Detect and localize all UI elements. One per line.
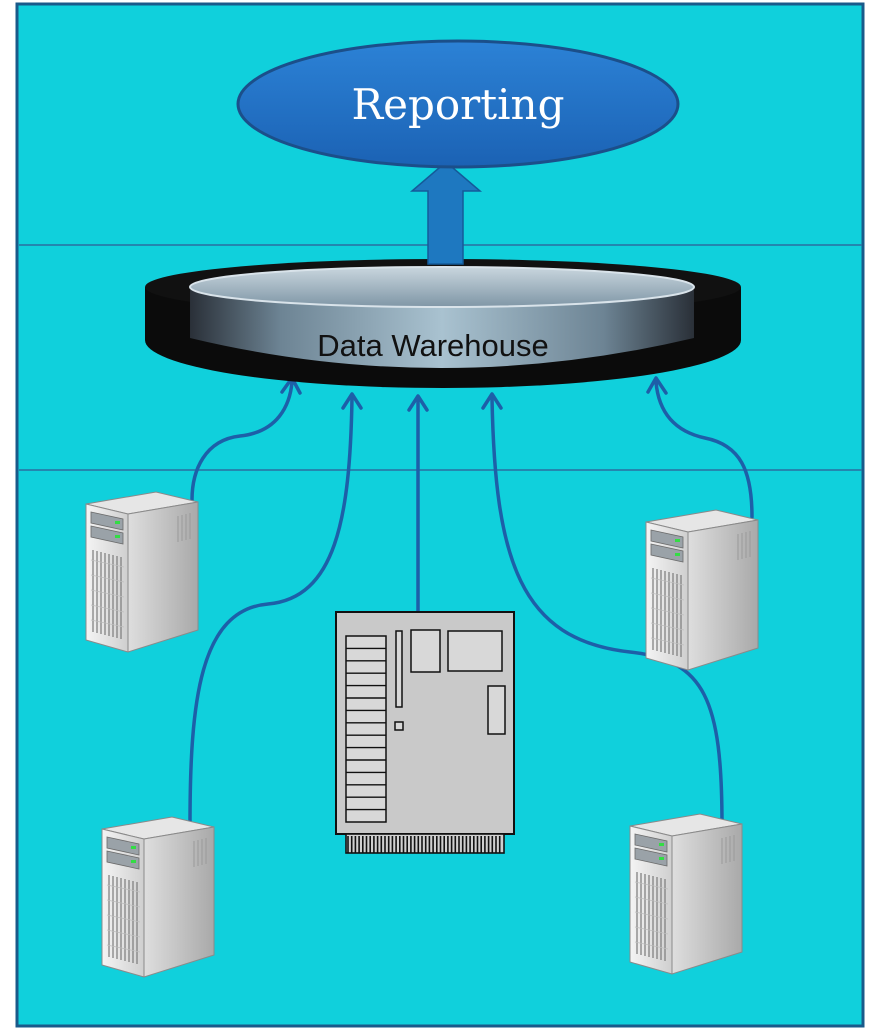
reporting-node [236, 39, 680, 169]
server-icon-top-right [645, 509, 759, 671]
server-icon-bottom-left [101, 816, 215, 978]
up-arrow-icon [409, 161, 483, 265]
server-icon-top-left [85, 491, 199, 653]
connector-server-bottom-right [490, 396, 724, 827]
arrowhead-3 [407, 394, 429, 412]
arrowhead-5 [646, 376, 668, 395]
arrowhead-4 [481, 392, 503, 410]
circuit-board-icon [335, 611, 515, 854]
data-warehouse-label: Data Warehouse [317, 328, 548, 363]
connector-server-top-right [654, 380, 754, 519]
reporting-label: Reporting [352, 80, 565, 129]
connector-server-bottom-left [188, 396, 354, 827]
data-warehouse-icon [145, 259, 741, 388]
connector-group [188, 380, 754, 827]
arrowhead-2 [341, 392, 363, 410]
server-icon-bottom-right [629, 813, 743, 975]
connector-server-top-left [190, 380, 294, 502]
